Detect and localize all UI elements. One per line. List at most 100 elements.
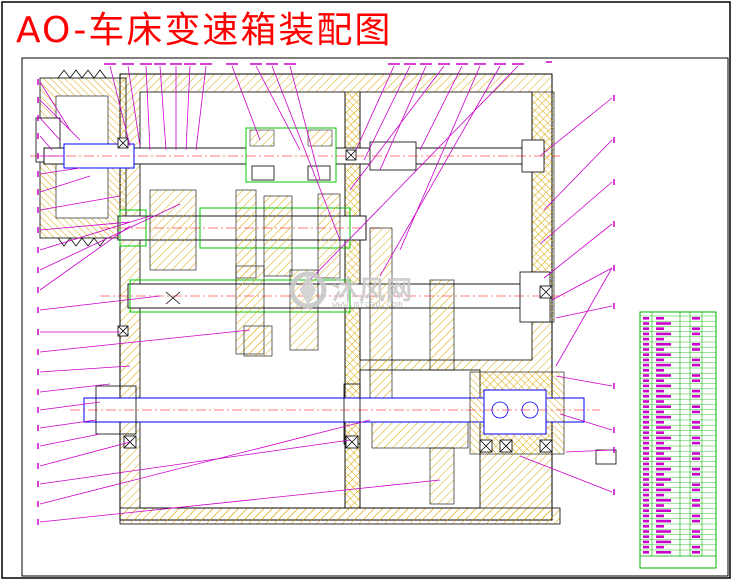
table-entry-mark	[656, 405, 671, 408]
table-entry-mark	[656, 431, 664, 434]
table-entry-mark	[643, 348, 649, 351]
table-entry-mark	[656, 327, 664, 330]
table-entry-mark	[643, 369, 649, 372]
table-entry-mark	[692, 441, 700, 445]
parts-list-table	[639, 311, 717, 569]
table-entry-mark	[692, 343, 700, 346]
table-entry-mark	[656, 410, 664, 414]
table-entry-mark	[643, 504, 649, 507]
table-entry-mark	[656, 514, 664, 518]
table-entry-mark	[656, 317, 664, 320]
table-entry-mark	[656, 551, 671, 554]
table-entry-mark	[656, 358, 664, 362]
table-entry-mark	[656, 519, 671, 523]
table-entry-mark	[643, 551, 649, 554]
table-entry-mark	[643, 337, 649, 341]
table-entry-mark	[643, 374, 649, 377]
table-entry-mark	[656, 493, 664, 497]
table-entry-mark	[656, 530, 671, 533]
table-entry-mark	[643, 415, 649, 419]
table-entry-mark	[656, 447, 671, 450]
table-entry-mark	[656, 457, 671, 460]
table-entry-mark	[692, 348, 700, 351]
watermark: 沐风网 www.mfcad.com	[286, 266, 456, 314]
bearings	[117, 137, 553, 453]
drawing-title: AO-车床变速箱装配图	[16, 10, 393, 51]
table-entry-mark	[643, 540, 649, 544]
table-entry-mark	[656, 322, 671, 325]
table-entry-mark	[692, 499, 700, 502]
table-entry-mark	[692, 467, 700, 471]
table-entry-mark	[692, 436, 700, 440]
table-entry-mark	[656, 473, 664, 476]
table-entry-mark	[643, 389, 649, 393]
table-entry-mark	[692, 389, 700, 393]
table-entry-mark	[656, 400, 664, 403]
table-entry-mark	[643, 441, 649, 445]
table-entry-mark	[643, 322, 649, 325]
table-entry-mark	[656, 332, 671, 336]
table-entry-mark	[643, 421, 649, 424]
table-entry-mark	[692, 452, 700, 455]
table-entry-mark	[643, 410, 649, 414]
table-entry-mark	[643, 431, 649, 434]
table-entry-mark	[692, 363, 700, 367]
table-entry-mark	[643, 343, 649, 346]
table-entry-mark	[692, 530, 700, 533]
table-entry-mark	[656, 421, 664, 424]
table-entry-mark	[643, 467, 649, 471]
table-entry-mark	[656, 395, 671, 398]
table-entry-mark	[643, 457, 649, 460]
table-entry-mark	[656, 379, 664, 382]
table-entry-mark	[692, 327, 700, 330]
table-entry-mark	[656, 441, 664, 445]
table-entry-mark	[692, 473, 700, 476]
top-leader-lines	[109, 65, 519, 291]
table-entry-mark	[656, 436, 671, 440]
table-entry-mark	[643, 493, 649, 497]
table-entry-mark	[643, 519, 649, 523]
table-entry-mark	[692, 405, 700, 408]
table-entry-mark	[643, 499, 649, 502]
table-entry-mark	[656, 504, 664, 507]
table-entry-mark	[656, 452, 664, 455]
table-entry-mark	[656, 353, 671, 356]
table-entry-mark	[656, 499, 671, 502]
table-entry-mark	[643, 400, 649, 403]
table-entry-mark	[656, 337, 664, 341]
table-entry-mark	[643, 384, 649, 388]
table-entry-mark	[643, 447, 649, 450]
table-entry-mark	[656, 374, 671, 377]
table-entry-mark	[656, 415, 671, 419]
table-entry-mark	[643, 426, 649, 429]
table-entry-mark	[692, 483, 700, 486]
table-entry-mark	[643, 379, 649, 382]
table-entry-mark	[643, 535, 649, 538]
table-entry-mark	[656, 384, 671, 388]
parts-list-entries	[643, 317, 700, 554]
table-entry-mark	[692, 317, 700, 320]
intermediate-shaft	[100, 189, 380, 279]
drawing-border	[21, 57, 729, 577]
table-entry-mark	[656, 467, 671, 471]
table-entry-mark	[643, 363, 649, 367]
spindle-shaft	[100, 227, 566, 399]
table-entry-mark	[643, 473, 649, 476]
table-entry-mark	[692, 358, 700, 362]
table-entry-mark	[643, 509, 649, 512]
table-entry-mark	[643, 327, 649, 330]
right-leader-lines	[519, 97, 613, 493]
top-balloon-ticks	[104, 61, 552, 65]
parts-list-rows	[640, 315, 716, 551]
table-entry-mark	[692, 504, 700, 507]
table-entry-mark	[692, 457, 700, 460]
table-entry-mark	[692, 488, 700, 492]
table-entry-mark	[656, 389, 664, 393]
input-shaft	[30, 127, 560, 183]
table-entry-mark	[643, 317, 649, 320]
table-entry-mark	[643, 483, 649, 486]
table-entry-mark	[692, 426, 700, 429]
table-entry-mark	[656, 363, 671, 367]
table-entry-mark	[656, 525, 664, 528]
